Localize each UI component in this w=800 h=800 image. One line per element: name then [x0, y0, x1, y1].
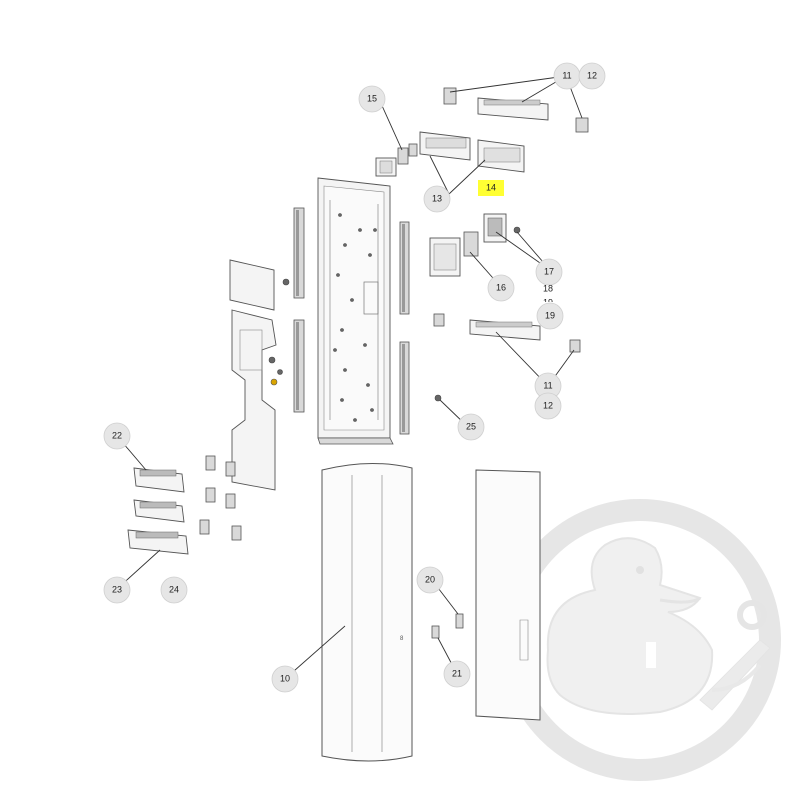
svg-text:18: 18 [543, 283, 553, 293]
svg-text:10: 10 [280, 673, 290, 683]
top-rail-11 [443, 87, 589, 133]
callout-14-highlighted: 14 [478, 180, 504, 196]
watermark-duck-logo [499, 499, 781, 781]
callout-17: 17 [535, 258, 563, 286]
svg-text:22: 22 [112, 430, 122, 440]
support-bracket-middle [133, 499, 185, 523]
callout-16: 16 [487, 274, 515, 302]
wall-bracket-plate [229, 259, 290, 491]
svg-text:23: 23 [112, 584, 122, 594]
callout-12-bottom: 12 [534, 392, 562, 420]
control-housing-13 [419, 131, 525, 173]
left-heating-element-lower [293, 319, 305, 413]
left-heating-element-upper [293, 207, 305, 299]
label-18: 18 [543, 283, 553, 293]
svg-text:11: 11 [543, 380, 552, 390]
lower-rail-11 [433, 313, 581, 353]
svg-text:13: 13 [432, 193, 442, 203]
callout-23: 23 [103, 576, 131, 604]
svg-text:20: 20 [425, 574, 435, 584]
control-board-16 [429, 231, 479, 277]
callout-10: 10 [271, 665, 299, 693]
callout-13: 13 [423, 185, 451, 213]
svg-text:16: 16 [496, 282, 506, 292]
mounting-clips [199, 455, 242, 541]
svg-text:21: 21 [452, 668, 462, 678]
front-panel-10: 8 [321, 463, 413, 762]
callout-11-top: 11 [553, 62, 581, 90]
right-heating-element-lower [399, 341, 410, 435]
svg-text:14: 14 [486, 182, 496, 192]
right-heating-element-upper [399, 221, 410, 315]
thermostat-sensor-20 [455, 613, 464, 629]
svg-text:11: 11 [562, 70, 571, 80]
side-panel [475, 469, 541, 721]
svg-text:19: 19 [543, 297, 553, 307]
svg-text:8: 8 [400, 636, 404, 642]
label-19-partial: 19 [543, 297, 553, 307]
callout-15: 15 [358, 85, 386, 113]
callout-22: 22 [103, 422, 131, 450]
svg-text:17: 17 [544, 266, 554, 276]
svg-text:12: 12 [543, 400, 553, 410]
electronic-module-17 [483, 213, 521, 243]
screw-25 [434, 394, 442, 402]
callout-21: 21 [443, 660, 471, 688]
callout-25: 25 [457, 413, 485, 441]
svg-text:19: 19 [545, 310, 555, 320]
svg-text:24: 24 [169, 584, 179, 594]
support-bracket-23 [127, 529, 189, 555]
back-frame-panel [317, 177, 394, 445]
svg-text:25: 25 [466, 421, 476, 431]
callout-24: 24 [160, 576, 188, 604]
svg-text:12: 12 [587, 70, 597, 80]
control-bracket-15 [375, 143, 418, 177]
connector-21 [431, 625, 440, 639]
callout-19: 19 [536, 302, 564, 330]
callout-20: 20 [416, 566, 444, 594]
support-bracket-22 [133, 467, 185, 493]
callout-12-top: 12 [578, 62, 606, 90]
svg-text:15: 15 [367, 93, 377, 103]
